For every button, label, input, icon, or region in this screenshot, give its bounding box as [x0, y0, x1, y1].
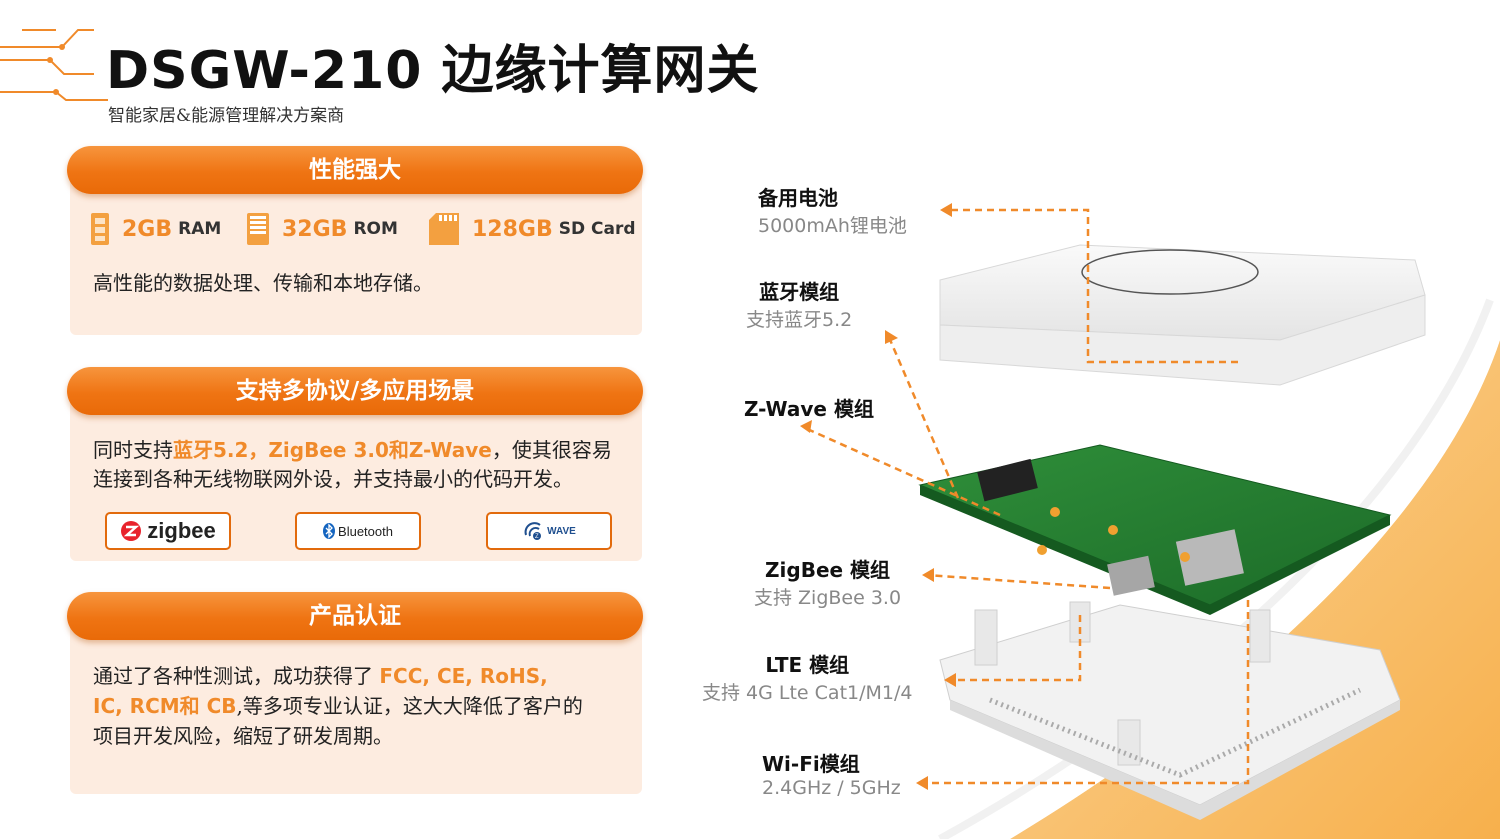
zigbee-label: zigbee — [147, 518, 216, 543]
device-exploded-view — [918, 244, 1426, 820]
callout-battery: 备用电池 5000mAh锂电池 — [758, 182, 907, 238]
device-pcb-board — [918, 444, 1392, 615]
cert-line1-highlight: FCC, CE, RoHS, — [379, 664, 548, 688]
protocols-heading: 支持多协议/多应用场景 — [67, 367, 643, 415]
performance-card — [70, 172, 642, 335]
zwave-label: WAVE — [547, 525, 576, 537]
zigbee-icon — [121, 521, 142, 541]
page-title: DSGW-210 边缘计算网关 — [106, 41, 760, 101]
protocols-description: 同时支持蓝牙5.2，ZigBee 3.0和Z-Wave，使其很容易连接到各种无线… — [93, 436, 613, 494]
spec-ram-unit: RAM — [178, 219, 222, 239]
certification-line-3: 项目开发风险，缩短了研发周期。 — [93, 724, 393, 748]
protocols-text-highlight: 蓝牙5.2，ZigBee 3.0和Z-Wave — [173, 438, 492, 462]
page-subtitle: 智能家居&能源管理解决方案商 — [108, 106, 345, 126]
callout-lte: LTE 模组 支持 4G Lte Cat1/M1/4 — [702, 649, 912, 705]
performance-description: 高性能的数据处理、传输和本地存储。 — [93, 271, 433, 295]
bluetooth-label: Bluetooth — [338, 523, 393, 539]
svg-text:Z: Z — [535, 534, 539, 540]
callout-bluetooth: 蓝牙模组 支持蓝牙5.2 — [746, 276, 852, 332]
zwave-logo: Z WAVE — [486, 512, 612, 550]
callout-lte-title: LTE 模组 — [765, 653, 850, 677]
callout-wifi-sub: 2.4GHz / 5GHz — [762, 777, 901, 799]
callout-bluetooth-title: 蓝牙模组 — [759, 280, 840, 304]
protocols-text-prefix: 同时支持 — [93, 438, 173, 462]
circuit-decoration-icon — [0, 29, 108, 101]
spec-rom: 32GB ROM — [246, 212, 398, 246]
callout-wifi-title: Wi-Fi模组 — [762, 752, 860, 776]
ssd-icon — [247, 213, 269, 245]
ram-icon — [91, 213, 109, 245]
callout-zigbee-sub: 支持 ZigBee 3.0 — [754, 587, 902, 609]
spec-rom-value: 32GB — [282, 216, 348, 242]
protocols-text-suffix: ，使其很容易连接到各种无线物联网外设，并支持最小的代码开发。 — [93, 438, 612, 491]
callout-lte-sub: 支持 4G Lte Cat1/M1/4 — [702, 682, 913, 704]
bluetooth-icon — [323, 523, 336, 539]
callout-bluetooth-sub: 支持蓝牙5.2 — [746, 309, 853, 331]
device-top-cover — [939, 244, 1426, 386]
callout-battery-title: 备用电池 — [758, 186, 838, 210]
callout-wifi: Wi-Fi模组 2.4GHz / 5GHz — [762, 748, 901, 799]
certification-card — [70, 618, 642, 794]
callout-zigbee-title: ZigBee 模组 — [765, 558, 891, 582]
performance-heading: 性能强大 — [67, 146, 643, 194]
certification-line-2: IC, RCM和 CB,等多项专业认证，这大大降低了客户的 — [93, 691, 623, 721]
cert-line1-prefix: 通过了各种性测试，成功获得了 — [93, 664, 380, 688]
callout-zigbee: ZigBee 模组 支持 ZigBee 3.0 — [754, 554, 901, 610]
bluetooth-logo: Bluetooth — [295, 512, 421, 550]
spec-rom-unit: ROM — [353, 219, 398, 239]
cert-line2-highlight: IC, RCM和 CB — [93, 694, 237, 718]
callout-zwave-title: Z-Wave 模组 — [744, 397, 874, 421]
spec-ram-value: 2GB — [122, 216, 173, 242]
zwave-icon: Z — [524, 522, 542, 540]
callout-battery-sub: 5000mAh锂电池 — [758, 215, 907, 237]
spec-sd-value: 128GB — [472, 216, 553, 242]
certification-line-1: 通过了各种性测试，成功获得了 FCC, CE, RoHS, — [93, 661, 623, 691]
certification-heading: 产品认证 — [67, 592, 643, 640]
zigbee-logo: zigbee — [105, 512, 231, 550]
callout-zwave: Z-Wave 模组 — [744, 393, 874, 422]
certification-description: 通过了各种性测试，成功获得了 FCC, CE, RoHS, IC, RCM和 C… — [93, 661, 623, 751]
sd-card-icon — [429, 213, 459, 245]
spec-sd-unit: SD Card — [558, 219, 636, 239]
cert-line2-suffix: ,等多项专业认证，这大大降低了客户的 — [236, 694, 583, 718]
spec-sd: 128GB SD Card — [428, 212, 636, 246]
spec-ram: 2GB RAM — [90, 212, 221, 246]
